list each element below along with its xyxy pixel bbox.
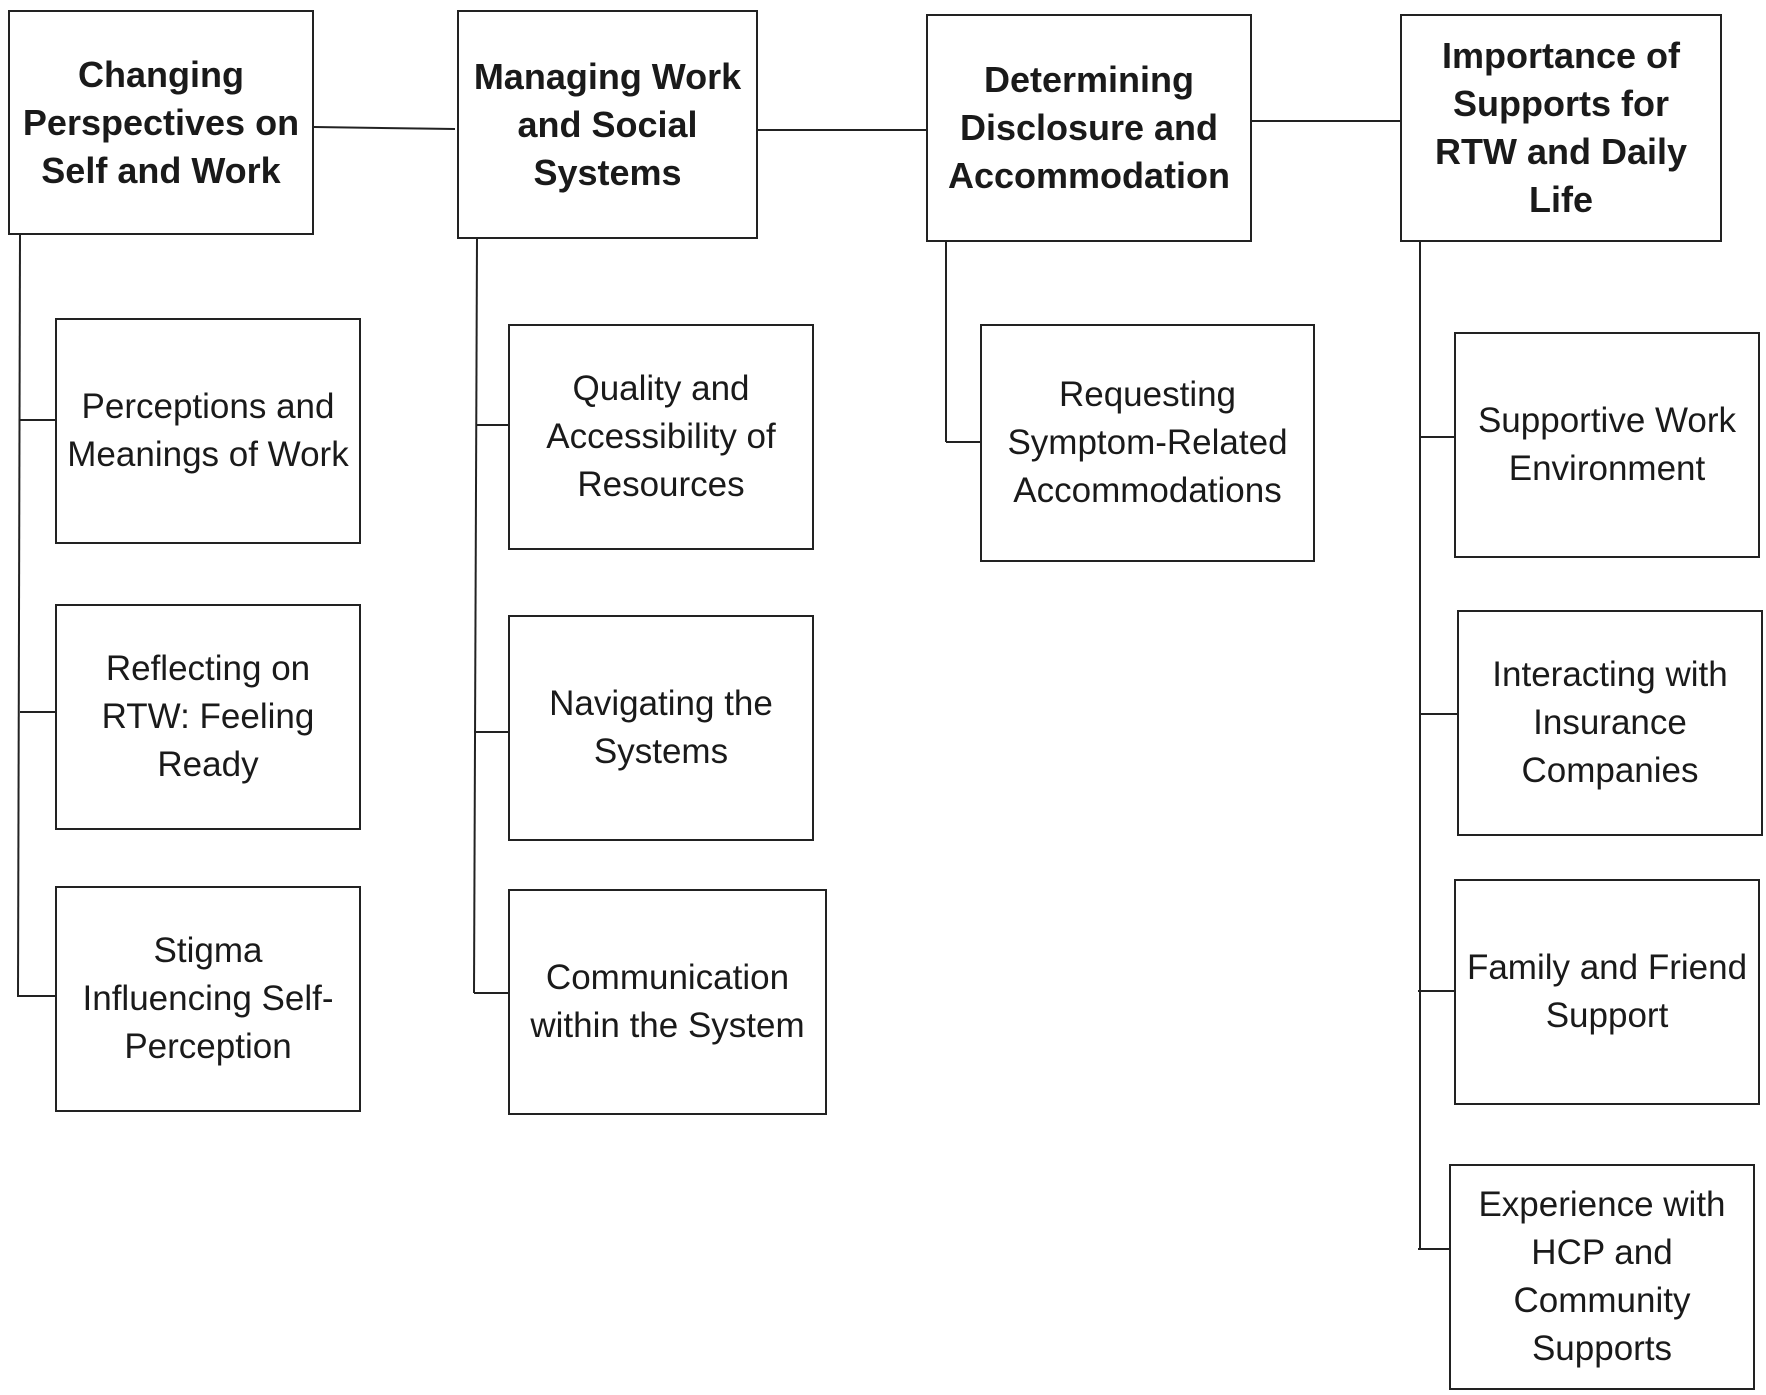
subtheme-label: Experience with HCP and Community Suppor… [1478,1185,1726,1368]
subtheme-label: Family and Friend Support [1466,948,1748,1035]
theme-box-changing-perspectives: Changing Perspectives on Self and Work [8,10,314,235]
subtheme-box-quality-accessibility: Quality and Accessibility of Resources [508,324,814,550]
subtheme-label: Requesting Symptom-Related Accommodation… [1007,375,1288,510]
link-theme-1-2 [313,126,456,130]
subtheme-box-stigma: Stigma Influencing Self-Perception [55,886,361,1112]
subtheme-box-reflecting-on-rtw: Reflecting on RTW: Feeling Ready [55,604,361,830]
subtheme-box-requesting-accommodations: Requesting Symptom-Related Accommodation… [980,324,1315,562]
subtheme-label: Communication within the System [530,958,805,1045]
trunk-theme-1 [17,234,21,998]
subtheme-label: Supportive Work Environment [1477,401,1737,488]
trunk-theme-2 [473,237,478,994]
theme-box-importance-of-supports: Importance of Supports for RTW and Daily… [1400,14,1722,242]
theme-label: Importance of Supports for RTW and Daily… [1434,35,1688,220]
subtheme-box-supportive-work-environment: Supportive Work Environment [1454,332,1760,558]
theme-box-determining-disclosure: Determining Disclosure and Accommodation [926,14,1252,242]
subtheme-label: Interacting with Insurance Companies [1492,655,1728,790]
theme-label: Managing Work and Social Systems [473,55,742,193]
subtheme-box-perceptions-meanings: Perceptions and Meanings of Work [55,318,361,544]
subtheme-label: Reflecting on RTW: Feeling Ready [101,649,315,784]
theme-label: Determining Disclosure and Accommodation [947,59,1231,196]
subtheme-label: Quality and Accessibility of Resources [546,369,776,504]
subtheme-box-family-friend-support: Family and Friend Support [1454,879,1760,1105]
theme-label: Changing Perspectives on Self and Work [22,53,300,191]
subtheme-box-communication: Communication within the System [508,889,827,1115]
subtheme-label: Perceptions and Meanings of Work [67,387,349,474]
theme-box-managing-work: Managing Work and Social Systems [457,10,758,239]
subtheme-box-insurance-companies: Interacting with Insurance Companies [1457,610,1763,836]
subtheme-label: Stigma Influencing Self-Perception [82,931,334,1066]
subtheme-box-navigating-systems: Navigating the Systems [508,615,814,841]
subtheme-box-hcp-community-supports: Experience with HCP and Community Suppor… [1449,1164,1755,1390]
subtheme-label: Navigating the Systems [549,684,773,771]
